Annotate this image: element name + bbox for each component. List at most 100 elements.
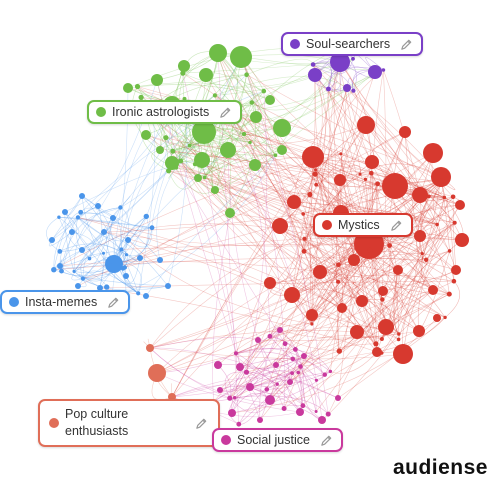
social-node: [277, 327, 283, 333]
social-node: [325, 411, 331, 417]
graph-edge: [139, 131, 406, 259]
graph-edge: [269, 351, 378, 401]
graph-edge: [149, 330, 358, 349]
graph-edge: [303, 197, 445, 357]
graph-edge: [231, 317, 446, 414]
graph-edge: [61, 207, 121, 272]
graph-edge: [85, 253, 90, 259]
graph-edge: [311, 269, 399, 316]
ironic-node: [277, 145, 287, 155]
social-node: [290, 356, 296, 362]
graph-edge: [315, 168, 342, 214]
cluster-label-soul-searchers[interactable]: Soul-searchers: [281, 32, 424, 56]
soul-searchers-color-dot: [290, 39, 300, 49]
mystic-node: [455, 233, 469, 247]
graph-edge: [217, 52, 341, 64]
social-node: [335, 395, 341, 401]
graph-edge: [240, 56, 343, 309]
graph-edge: [149, 347, 230, 399]
graph-edge: [229, 184, 317, 399]
graph-edge: [235, 353, 237, 365]
graph-edge: [381, 289, 434, 340]
cluster-label-social-justice[interactable]: Social justice: [212, 428, 343, 452]
graph-edge: [402, 250, 450, 355]
social-node: [314, 410, 318, 413]
graph-edge: [315, 124, 367, 185]
pencil-icon[interactable]: [195, 417, 208, 430]
social-node: [246, 383, 254, 391]
graph-edge: [219, 339, 259, 391]
graph-edge: [246, 293, 450, 373]
graph-edge: [371, 173, 399, 340]
social-node: [301, 353, 307, 359]
graph-edge: [279, 329, 340, 352]
insta-node: [59, 268, 64, 274]
graph-edge: [314, 74, 373, 163]
graph-edge: [149, 238, 305, 349]
graph-edge: [214, 76, 348, 96]
insta-node: [119, 247, 124, 252]
graph-edge: [180, 160, 237, 354]
graph-edge: [259, 329, 281, 421]
pencil-icon[interactable]: [219, 106, 232, 119]
mystic-node: [399, 126, 411, 138]
mystic-node: [307, 191, 313, 198]
graph-edge: [227, 109, 340, 352]
graph-edge: [417, 204, 461, 332]
ironic-node: [211, 189, 215, 193]
graph-edge: [249, 386, 260, 400]
social-node: [314, 378, 318, 382]
graph-edge: [189, 124, 367, 147]
social-node: [236, 363, 244, 371]
social-node: [300, 403, 306, 409]
graph-edge: [168, 170, 446, 318]
graph-edge: [171, 384, 271, 401]
graph-edge: [58, 216, 92, 259]
graph-edge: [257, 339, 317, 412]
graph-edge: [371, 69, 387, 328]
graph-edge: [340, 153, 355, 261]
ironic-node: [166, 168, 172, 174]
pencil-icon[interactable]: [390, 219, 403, 232]
mystic-node: [412, 187, 428, 203]
graph-edge: [97, 243, 127, 255]
ironic-node: [170, 148, 176, 154]
graph-edge: [214, 71, 376, 191]
graph-edge: [246, 74, 441, 182]
cluster-label-mystics[interactable]: Mystics: [313, 213, 413, 237]
mystic-node: [287, 195, 301, 209]
mystic-node: [348, 254, 360, 266]
graph-edge: [275, 131, 406, 366]
graph-edge: [59, 243, 127, 255]
graph-edge: [81, 195, 139, 294]
graph-edge: [112, 134, 147, 264]
cluster-label-insta-memes[interactable]: Insta-memes: [0, 290, 131, 314]
pop-node: [146, 344, 154, 352]
graph-edge: [78, 274, 101, 289]
graph-edge: [217, 52, 305, 252]
cluster-label-ironic-astrologists[interactable]: Ironic astrologists: [87, 100, 243, 124]
graph-edge: [127, 227, 153, 248]
graph-edge: [171, 377, 278, 398]
ironic-node: [151, 74, 163, 86]
social-node: [265, 395, 275, 405]
graph-edge: [58, 216, 153, 228]
insta-node: [101, 229, 107, 235]
graph-edge: [145, 154, 276, 297]
graph-edge: [392, 269, 400, 335]
graph-edge: [279, 225, 420, 332]
graph-edge: [340, 180, 443, 214]
ironic-node: [249, 159, 261, 171]
graph-edge: [259, 245, 390, 421]
cluster-label-pop-culture-enthusiasts[interactable]: Pop culture enthusiasts: [38, 399, 220, 447]
pencil-icon[interactable]: [400, 38, 413, 51]
social-node: [273, 362, 279, 368]
pencil-icon[interactable]: [320, 434, 333, 447]
graph-edge: [159, 142, 256, 166]
ironic-node: [187, 143, 192, 148]
ironic-node: [123, 83, 133, 93]
ironic-node: [194, 174, 202, 182]
graph-edge: [197, 149, 283, 179]
pencil-icon[interactable]: [107, 296, 120, 309]
graph-edge: [51, 195, 83, 241]
